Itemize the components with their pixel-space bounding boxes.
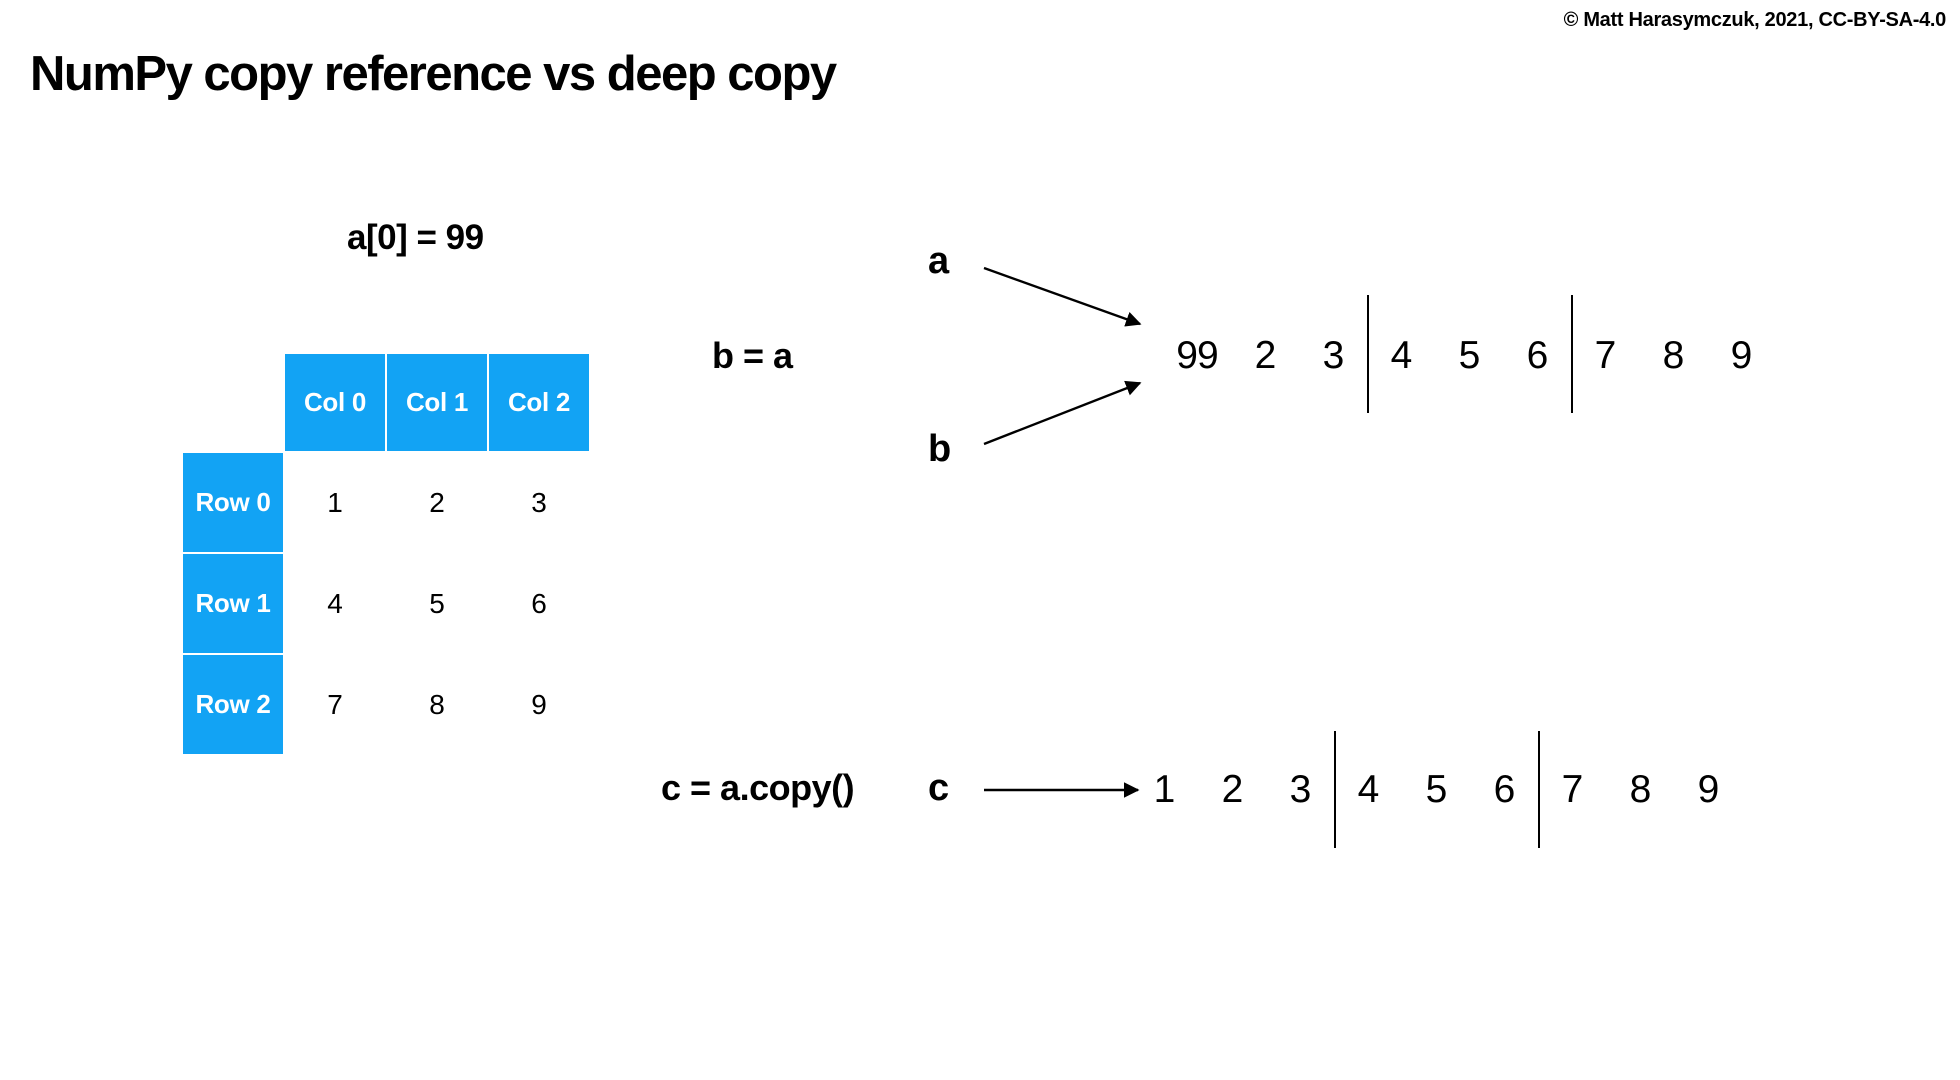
copy-expression: c = a.copy()	[661, 767, 855, 808]
var-a-label: a	[928, 240, 950, 282]
segment-divider	[1334, 731, 1336, 848]
col-header: Col 2	[489, 354, 589, 451]
table-cell: 5	[429, 587, 445, 619]
segment-divider	[1571, 295, 1573, 413]
memory-cell: 5	[1458, 334, 1481, 377]
table-cell: 2	[429, 486, 445, 518]
segment-divider	[1367, 295, 1369, 413]
memory-cell: 4	[1357, 768, 1380, 811]
table-cell: 9	[531, 688, 547, 720]
table-cell: 6	[531, 587, 547, 619]
copyright-text: © Matt Harasymczuk, 2021, CC-BY-SA-4.0	[1563, 9, 1947, 31]
var-c-label: c	[928, 767, 950, 809]
segment-divider	[1538, 731, 1540, 848]
memory-cell: 8	[1629, 768, 1652, 811]
memory-cell: 6	[1493, 768, 1516, 811]
memory-cell: 2	[1254, 334, 1277, 377]
table-cell: 3	[531, 486, 547, 518]
reference-expression: b = a	[712, 335, 793, 376]
memory-cell: 2	[1221, 768, 1244, 811]
memory-cell: 7	[1561, 768, 1584, 811]
row-header: Row 1	[183, 554, 283, 653]
memory-cell: 7	[1594, 334, 1617, 377]
col-header: Col 0	[285, 354, 385, 451]
row-header: Row 2	[183, 655, 283, 754]
col-header: Col 1	[387, 354, 487, 451]
data-table: Col 0 Col 1 Col 2 Row 0 1 2 3 Row 1 4 5 …	[183, 354, 589, 754]
table-cell: 1	[327, 486, 343, 518]
memory-cell: 99	[1176, 334, 1218, 377]
var-b-label: b	[928, 428, 952, 470]
memory-cell: 3	[1322, 334, 1345, 377]
memory-cell: 6	[1526, 334, 1549, 377]
copied-array: 1 2 3 4 5 6 7 8 9	[1130, 767, 1742, 813]
mutation-label: a[0] = 99	[347, 218, 484, 257]
b-arrow	[983, 380, 1142, 446]
memory-cell: 9	[1697, 768, 1720, 811]
memory-cell: 8	[1662, 334, 1685, 377]
table-cell: 8	[429, 688, 445, 720]
memory-cell: 3	[1289, 768, 1312, 811]
memory-cell: 9	[1730, 334, 1753, 377]
table-corner-cell	[183, 354, 283, 451]
memory-cell: 4	[1390, 334, 1413, 377]
table-cell: 4	[327, 587, 343, 619]
memory-cell: 5	[1425, 768, 1448, 811]
row-header: Row 0	[183, 453, 283, 552]
memory-cell: 1	[1153, 768, 1176, 811]
shared-array: 99 2 3 4 5 6 7 8 9	[1163, 333, 1775, 379]
table-cell: 7	[327, 688, 343, 720]
page-title: NumPy copy reference vs deep copy	[30, 47, 837, 101]
a-arrow	[983, 266, 1142, 327]
